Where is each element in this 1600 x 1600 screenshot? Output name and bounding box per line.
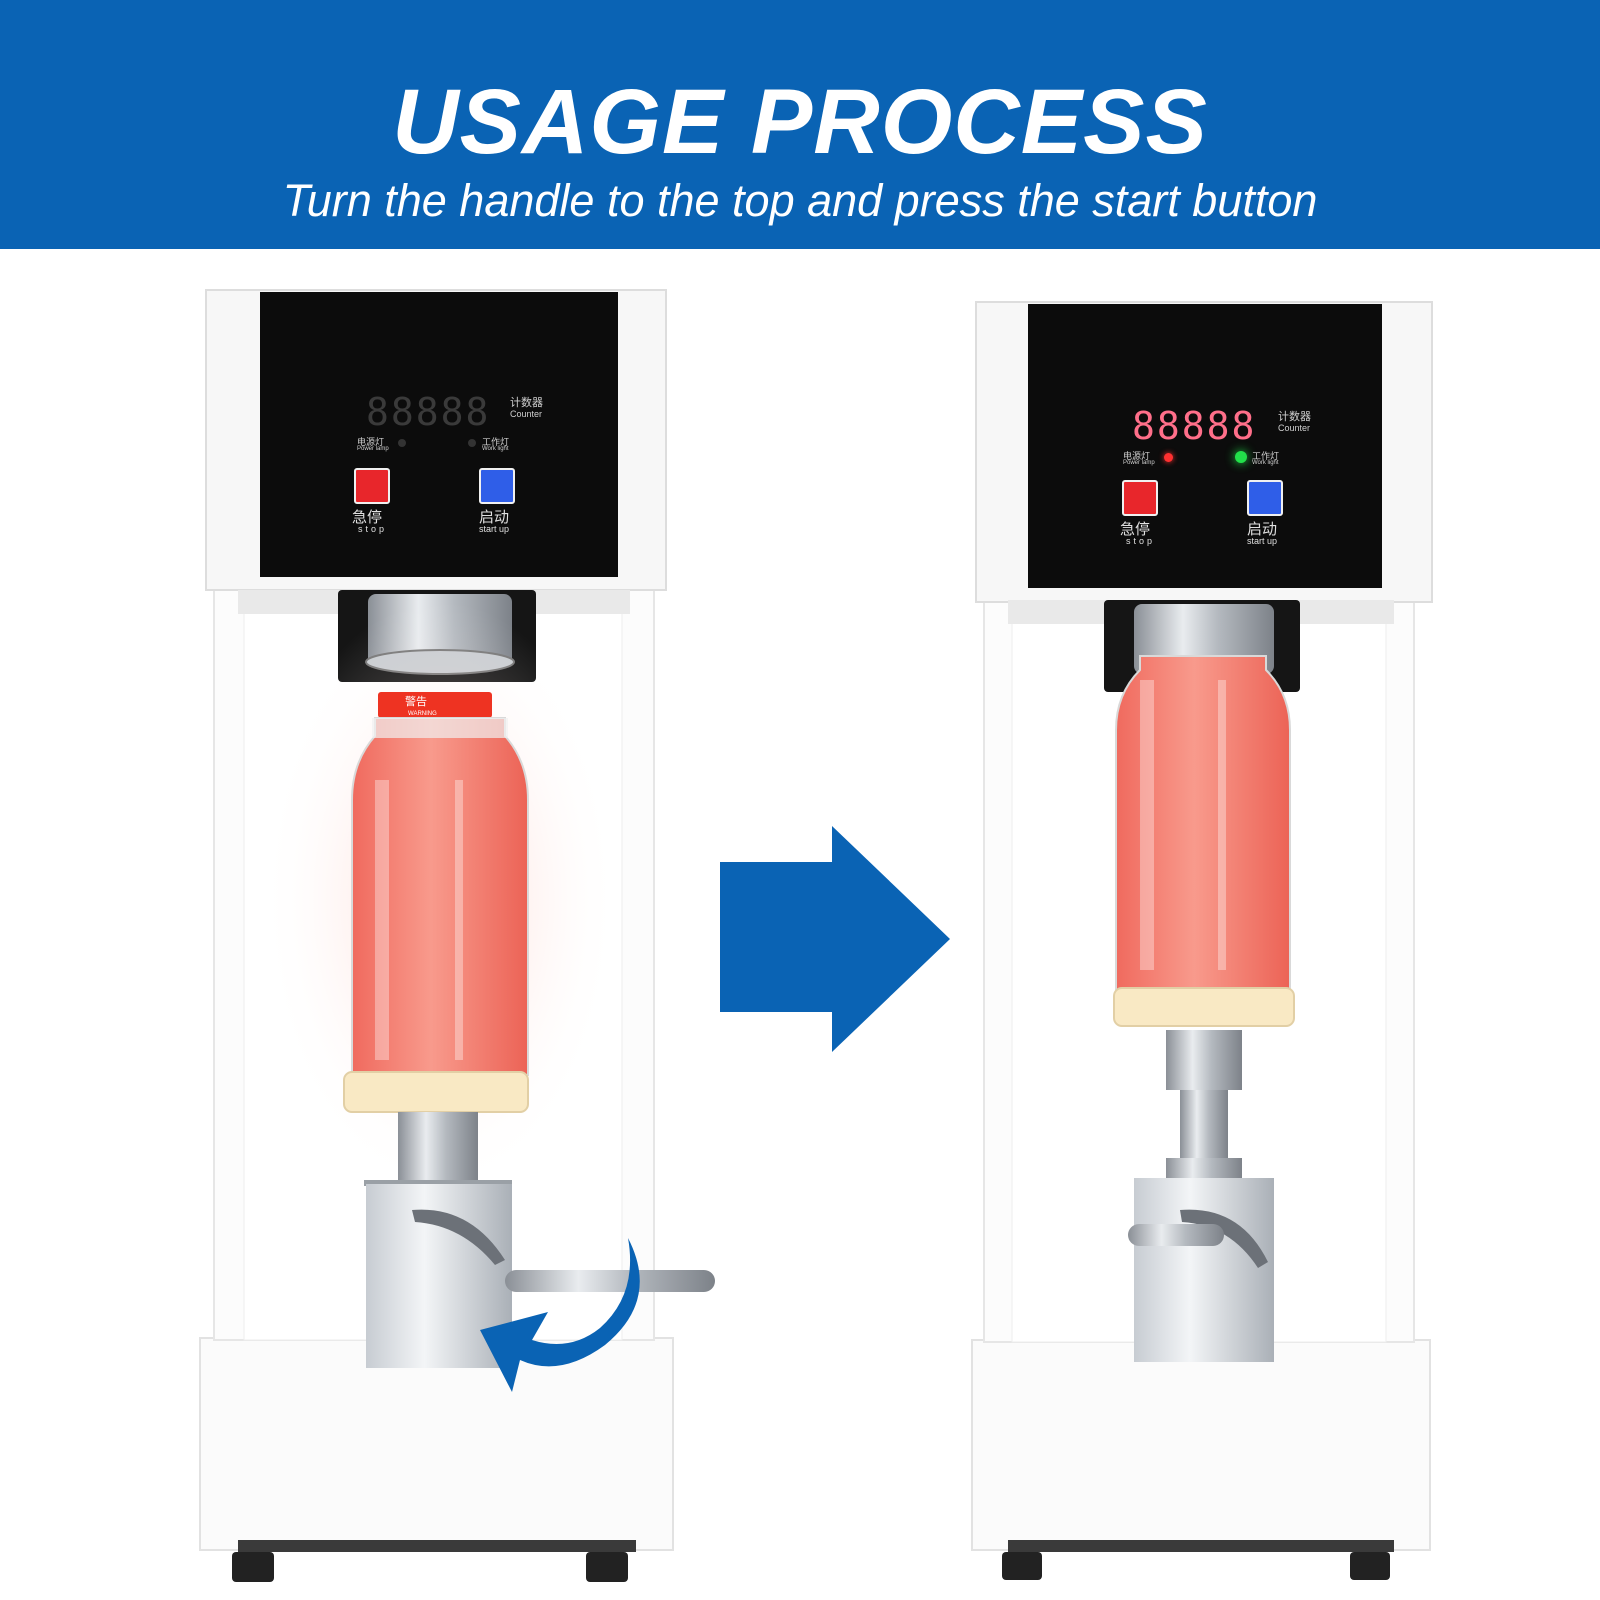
juice-bottle bbox=[351, 717, 529, 1076]
start-label-cn: 启动 bbox=[1247, 520, 1278, 538]
counter-label-cn: 计数器 bbox=[1278, 410, 1311, 423]
stop-button[interactable] bbox=[354, 468, 390, 504]
machine-foot bbox=[232, 1552, 274, 1582]
stop-label-en: stop bbox=[358, 524, 388, 534]
counter-label-en: Counter bbox=[510, 409, 543, 419]
panel-before: 88888 计数器 Counter 电源灯 Power lamp 工作灯 Wor… bbox=[260, 292, 618, 577]
work-light-label-cn: 工作灯 bbox=[482, 438, 510, 448]
warning-label-en: WARNING bbox=[408, 711, 437, 717]
work-light-label-en: Work light bbox=[1252, 460, 1279, 466]
counter-display: 88888 bbox=[366, 390, 491, 434]
machine-base bbox=[199, 1337, 674, 1551]
stop-label-en: stop bbox=[1126, 536, 1156, 546]
counter-label-en: Counter bbox=[1278, 423, 1311, 433]
counter-display: 88888 bbox=[1132, 404, 1257, 448]
stop-label-cn: 急停 bbox=[352, 508, 383, 526]
warning-label bbox=[378, 692, 492, 718]
stop-label-cn: 急停 bbox=[1120, 520, 1151, 538]
power-lamp bbox=[1164, 453, 1173, 462]
work-light bbox=[468, 439, 476, 447]
header-banner: USAGE PROCESS Turn the handle to the top… bbox=[0, 0, 1600, 249]
machine-base bbox=[971, 1339, 1431, 1551]
counter-label-cn: 计数器 bbox=[510, 396, 543, 409]
arrow-right-icon bbox=[720, 826, 950, 1052]
start-label-en: start up bbox=[1247, 536, 1278, 546]
work-light-label-en: Work light bbox=[482, 446, 509, 452]
machine-foot bbox=[1350, 1552, 1390, 1580]
start-label-cn: 启动 bbox=[479, 508, 510, 526]
start-button[interactable] bbox=[1247, 480, 1283, 516]
power-lamp-label-cn: 电源灯 bbox=[357, 438, 385, 448]
lift-handle bbox=[505, 1270, 715, 1292]
page-subtitle: Turn the handle to the top and press the… bbox=[282, 175, 1318, 226]
work-light-label-cn: 工作灯 bbox=[1252, 452, 1280, 462]
lift-handle bbox=[1128, 1224, 1224, 1246]
lift-cylinder bbox=[1134, 1178, 1274, 1362]
start-button[interactable] bbox=[479, 468, 515, 504]
work-light bbox=[1235, 451, 1247, 463]
curved-arrow-icon bbox=[480, 1238, 640, 1392]
machine-foot bbox=[586, 1552, 628, 1582]
stop-button[interactable] bbox=[1122, 480, 1158, 516]
panel-after: 88888 计数器 Counter 电源灯 Power lamp 工作灯 Wor… bbox=[1028, 304, 1382, 588]
control-panel bbox=[1028, 304, 1382, 588]
start-label-en: start up bbox=[479, 524, 510, 534]
spindle bbox=[398, 1112, 478, 1182]
warning-label-cn: 警告 bbox=[405, 694, 427, 708]
spindle bbox=[1166, 1030, 1242, 1090]
machine-foot bbox=[1002, 1552, 1042, 1580]
power-lamp bbox=[398, 439, 406, 447]
control-panel bbox=[260, 292, 618, 577]
page-title: USAGE PROCESS bbox=[392, 71, 1208, 173]
bottle-holder bbox=[1113, 987, 1295, 1027]
power-lamp-label-cn: 电源灯 bbox=[1123, 452, 1151, 462]
power-lamp-label-en: Power lamp bbox=[1123, 460, 1155, 466]
power-lamp-label-en: Power lamp bbox=[357, 446, 389, 452]
